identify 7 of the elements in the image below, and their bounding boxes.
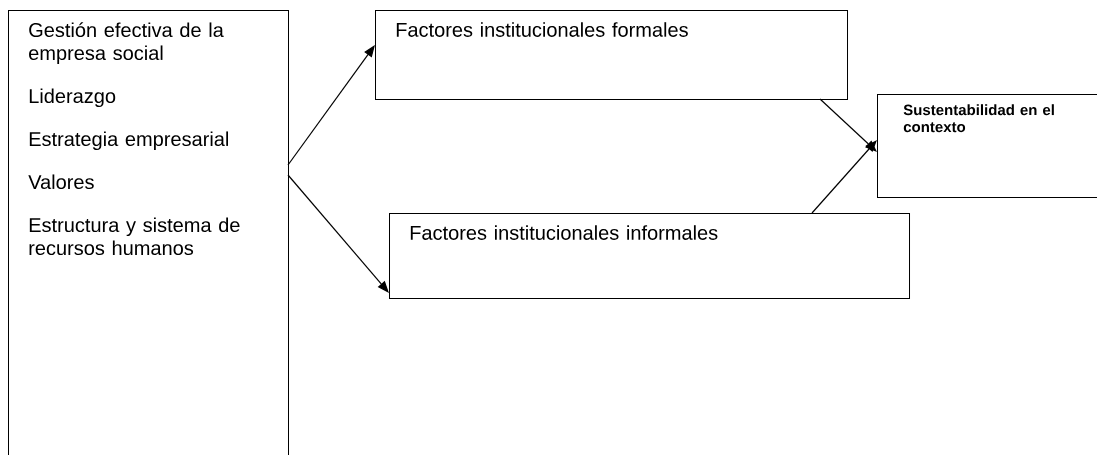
text-box: Factores institucionales informales [389, 213, 910, 299]
text-box: Gestión efectiva de la empresa social Liderazgo Estrategia empresarial Valores Estructura y sistema de recursos humanos [8, 10, 289, 455]
text-box: Factores institucionales formales [375, 10, 848, 100]
arrow [287, 174, 389, 293]
text-box: Sustentabilidad en el contexto [877, 94, 1097, 198]
arrow [287, 45, 375, 166]
arrow [811, 140, 877, 214]
